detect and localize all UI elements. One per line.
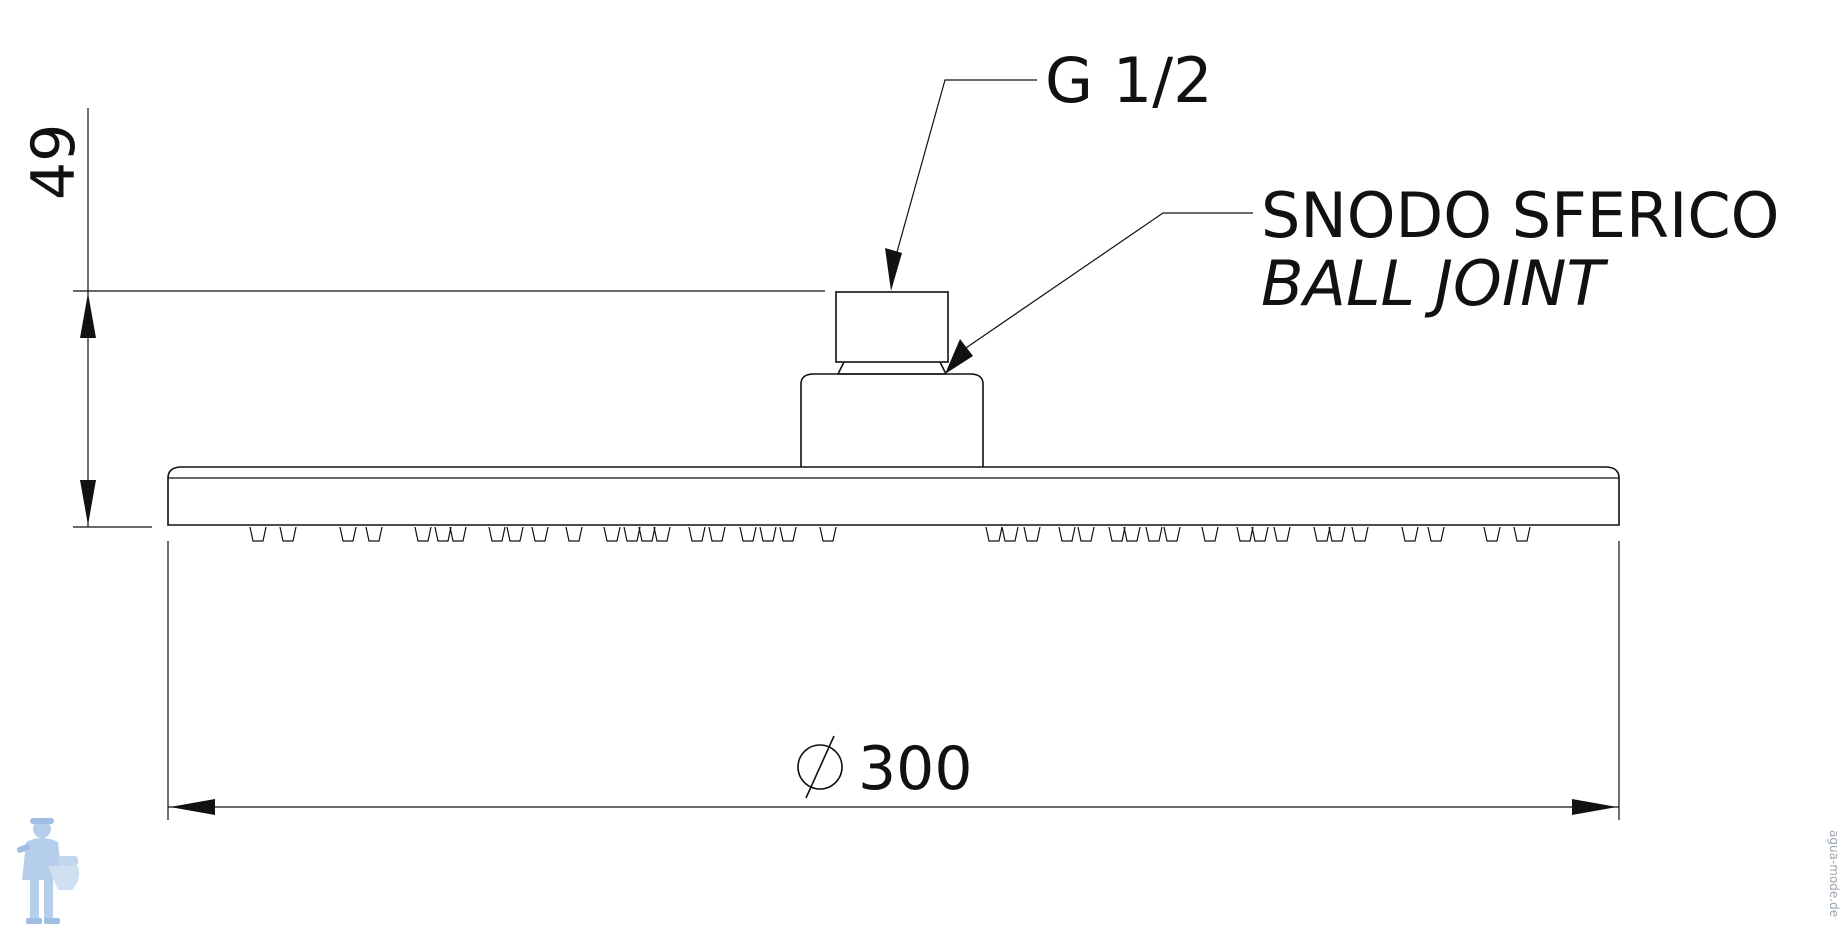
nozzle: [759, 526, 777, 542]
nozzle: [653, 526, 671, 542]
shower-head: [167, 291, 1620, 542]
nozzle: [623, 526, 641, 542]
plumber-mascot-icon: [16, 818, 80, 924]
nozzle: [488, 526, 506, 542]
diameter-dimension: 300: [167, 541, 1620, 820]
nozzle: [708, 526, 726, 542]
height-arrow-top: [80, 293, 96, 338]
nozzle: [1001, 526, 1019, 542]
watermark-text: agua-mode.de: [1827, 830, 1841, 917]
nozzle: [739, 526, 757, 542]
ball-joint-callout-arrow: [945, 339, 973, 374]
nozzle: [985, 526, 1003, 542]
ball-joint-label-en: BALL JOINT: [1261, 247, 1608, 320]
diameter-arrow-right: [1572, 799, 1617, 815]
ball-joint-label-it: SNODO SFERICO: [1261, 179, 1779, 252]
nozzle: [1483, 526, 1501, 542]
height-dimension: 49: [19, 108, 825, 528]
nozzle: [1513, 526, 1531, 542]
thread-label: G 1/2: [1045, 44, 1213, 117]
nozzle: [1401, 526, 1419, 542]
height-arrow-bottom: [80, 480, 96, 525]
nozzle: [279, 526, 297, 542]
nozzle: [339, 526, 357, 542]
nozzle: [1163, 526, 1181, 542]
nozzle: [1251, 526, 1269, 542]
nozzle: [506, 526, 524, 542]
nozzle: [603, 526, 621, 542]
nozzle: [531, 526, 549, 542]
nozzle: [1123, 526, 1141, 542]
ball-joint-housing: [800, 373, 984, 467]
nozzle: [1328, 526, 1346, 542]
shower-plate: [167, 466, 1620, 526]
nozzle: [249, 526, 267, 542]
nozzle: [1427, 526, 1445, 542]
nozzle: [414, 526, 432, 542]
nozzle: [1313, 526, 1331, 542]
nozzle: [1273, 526, 1291, 542]
ball-joint-callout: SNODO SFERICO BALL JOINT: [945, 179, 1779, 374]
nozzle: [434, 526, 452, 542]
thread-connector: [835, 291, 949, 363]
nozzle: [449, 526, 467, 542]
nozzle: [1351, 526, 1369, 542]
nozzle: [1023, 526, 1041, 542]
diameter-arrow-left: [170, 799, 215, 815]
nozzle: [1058, 526, 1076, 542]
thread-callout: G 1/2: [885, 44, 1213, 291]
diameter-dimension-label: 300: [858, 734, 973, 804]
nozzle: [1077, 526, 1095, 542]
nozzle-row: [249, 526, 1531, 542]
nozzle: [1145, 526, 1163, 542]
nozzle: [1236, 526, 1254, 542]
nozzle: [1108, 526, 1126, 542]
nozzle: [688, 526, 706, 542]
nozzle: [1201, 526, 1219, 542]
nozzle: [779, 526, 797, 542]
diameter-symbol-icon: [797, 735, 843, 799]
nozzle: [365, 526, 383, 542]
height-dimension-label: 49: [19, 124, 89, 200]
nozzle: [565, 526, 583, 542]
nozzle: [819, 526, 837, 542]
thread-callout-arrow: [885, 248, 902, 291]
nozzle: [638, 526, 656, 542]
